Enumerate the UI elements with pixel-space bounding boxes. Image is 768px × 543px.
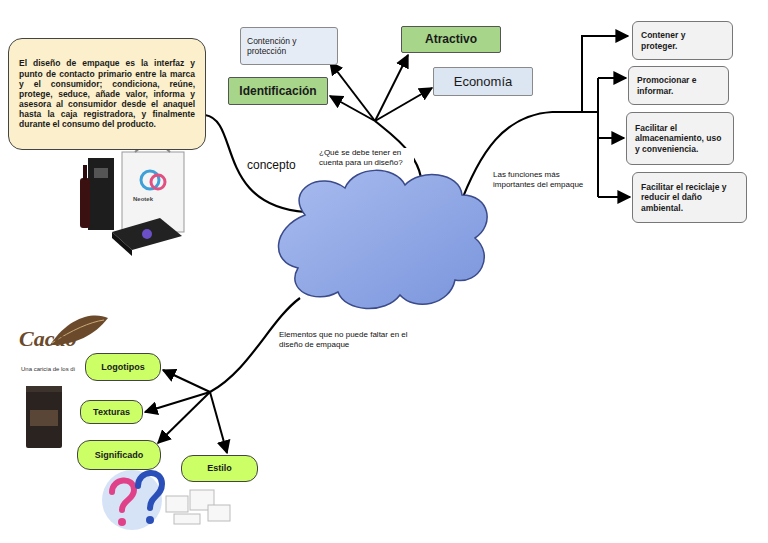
criteria-box: Economía <box>433 67 533 96</box>
node-text: Facilitar el almacenamiento, uso y conve… <box>635 123 725 154</box>
element-box: Texturas <box>80 400 143 424</box>
arrows-bottom <box>145 370 227 453</box>
node-text: Promocionar e informar. <box>637 75 720 95</box>
branch-label: ¿Qué se debe tener en cuenta para un dis… <box>318 148 414 167</box>
coffee-bag <box>26 386 62 448</box>
product-illustration <box>80 144 184 257</box>
cloud <box>279 170 488 308</box>
branch-label: concepto <box>246 158 297 172</box>
node-text: Logotipos <box>90 362 156 373</box>
node-text: Economía <box>438 74 528 90</box>
question-illustration <box>102 470 162 530</box>
element-box: Logotipos <box>85 353 161 381</box>
boxes-illustration <box>166 490 230 524</box>
criteria-box: Atractivo <box>401 26 501 53</box>
node-text: Contener y proteger. <box>641 30 724 50</box>
node-text: Texturas <box>85 407 138 418</box>
branch-label: Elementos que no puede faltar en el dise… <box>278 330 430 349</box>
criteria-box: Identificación <box>228 77 328 105</box>
function-box: Facilitar el almacenamiento, uso y conve… <box>626 112 734 165</box>
brand-text: Neotek <box>132 196 154 203</box>
element-box: Significado <box>77 440 161 470</box>
concept-box: El diseño de empaque es la interfaz y pu… <box>8 38 206 150</box>
node-text: Significado <box>82 450 156 461</box>
function-box: Facilitar el reciclaje y reducir el daño… <box>632 172 747 223</box>
logo-tagline: Una caricia de los di <box>20 366 76 373</box>
node-text: El diseño de empaque es la interfaz y pu… <box>19 58 195 129</box>
node-text: Facilitar el reciclaje y reducir el daño… <box>641 182 738 213</box>
criteria-box: Contención y protección <box>240 27 338 65</box>
arrows-top <box>330 55 432 121</box>
logo-text: Cacao <box>18 326 77 352</box>
node-text: Contención y protección <box>247 36 331 56</box>
function-box: Contener y proteger. <box>632 21 733 60</box>
branch-lines <box>205 112 552 392</box>
element-box: Estilo <box>181 455 258 482</box>
node-text: Estilo <box>186 463 253 474</box>
node-text: Identificación <box>233 84 323 98</box>
node-text: Atractivo <box>406 32 496 46</box>
function-box: Promocionar e informar. <box>628 66 729 105</box>
branch-label: Las funciones más importantes del empaqu… <box>492 170 594 189</box>
